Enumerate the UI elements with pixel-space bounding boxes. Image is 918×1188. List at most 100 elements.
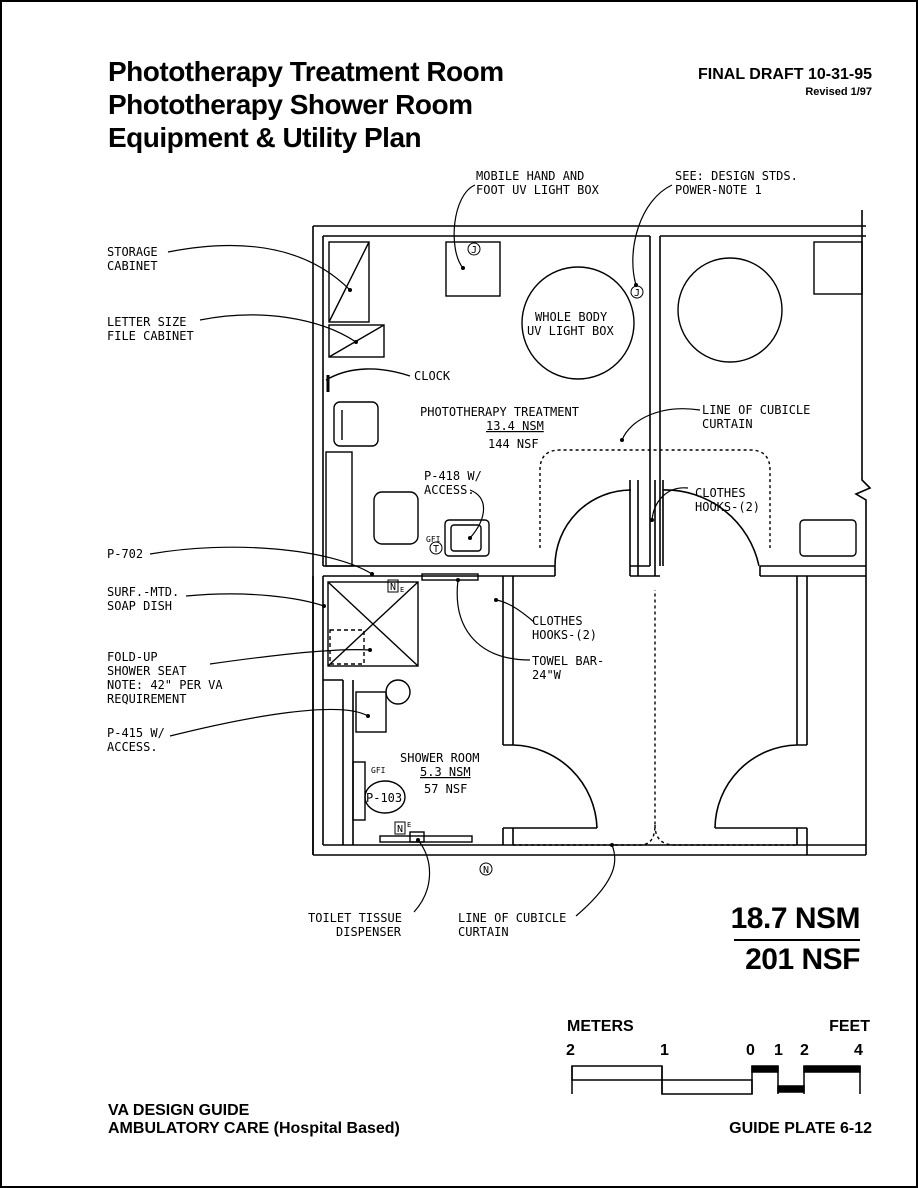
scale-tick-f1: 1 <box>774 1042 783 1059</box>
shower-room-name: SHOWER ROOM <box>400 751 479 765</box>
towel-bar <box>421 573 479 581</box>
callout-toilet-2: DISPENSER <box>336 925 402 939</box>
n-symbol-2: N <box>397 824 403 835</box>
door-swing-left <box>554 489 632 567</box>
callout-hooks-right-1: CLOTHES <box>695 486 746 500</box>
callout-p415-2: ACCESS. <box>107 740 158 754</box>
gfi-shower: GFI <box>371 766 386 775</box>
n-symbol-3: N <box>483 865 489 876</box>
wall-mid <box>323 565 555 577</box>
callout-towel-1: TOWEL BAR- <box>532 654 604 668</box>
callout-cubicle-top-2: CURTAIN <box>702 417 753 431</box>
shower-stall <box>327 581 419 667</box>
callout-towel-2: 24"W <box>532 668 562 682</box>
leader-hooks-mid <box>495 599 535 623</box>
callout-hooks-right-2: HOOKS-(2) <box>695 500 760 514</box>
callout-p418-1: P-418 W/ <box>424 469 482 483</box>
callout-mobile-1: MOBILE HAND AND <box>476 169 584 183</box>
wall-partition <box>649 236 661 566</box>
door-swing-right <box>662 489 760 567</box>
scale-tick-m1: 1 <box>660 1042 669 1059</box>
wall-mid-right <box>760 565 866 577</box>
leader-p415 <box>169 708 369 737</box>
callout-fold-4: REQUIREMENT <box>107 692 186 706</box>
leader-design-stds <box>632 184 673 286</box>
scale-meters-label: METERS <box>567 1018 634 1035</box>
scale-tick-m0: 0 <box>746 1042 755 1059</box>
p103-label: P-103 <box>366 791 402 805</box>
callout-storage-2: CABINET <box>107 259 158 273</box>
draft-status: FINAL DRAFT 10-31-95 <box>698 66 872 83</box>
total-nsf: 201 NSF <box>745 943 860 976</box>
frame-bottom <box>0 1186 918 1188</box>
frame-left <box>0 0 2 1188</box>
callout-fold-3: NOTE: 42" PER VA <box>107 678 223 692</box>
leader-cubicle-bottom <box>575 844 616 917</box>
corridor-right <box>796 576 808 855</box>
scale-tick-f4: 4 <box>854 1042 863 1059</box>
leader-storage <box>167 244 351 291</box>
scale-feet-label: FEET <box>829 1018 870 1035</box>
callout-p415-1: P-415 W/ <box>107 726 165 740</box>
letter-file-cabinet <box>328 324 385 358</box>
leader-fold-up <box>209 649 371 665</box>
callout-mobile-2: FOOT UV LIGHT BOX <box>476 183 600 197</box>
leader-toilet <box>413 839 431 913</box>
shower-room-nsm: 5.3 NSM <box>420 765 471 779</box>
frame-top <box>0 0 918 2</box>
callout-stds-1: SEE: DESIGN STDS. <box>675 169 798 183</box>
treatment-room-nsm: 13.4 NSM <box>486 419 544 433</box>
j-symbol-2: J <box>634 288 640 299</box>
shower-wall-right <box>502 576 514 745</box>
callout-hooks-mid-1: CLOTHES <box>532 614 583 628</box>
title-line-2: Phototherapy Shower Room <box>108 89 473 120</box>
callout-cubicle-top-1: LINE OF CUBICLE <box>702 403 810 417</box>
chair-top <box>333 401 379 447</box>
leader-towel <box>456 579 531 661</box>
door-swing-corridor <box>714 744 798 829</box>
callout-clock: CLOCK <box>414 369 451 383</box>
treatment-room-name: PHOTOTHERAPY TREATMENT <box>420 405 579 419</box>
callout-storage-1: STORAGE <box>107 245 158 259</box>
callout-fold-1: FOLD-UP <box>107 650 158 664</box>
callout-letter-2: FILE CABINET <box>107 329 194 343</box>
callout-cubicle-bottom-1: LINE OF CUBICLE <box>458 911 566 925</box>
n-symbol-1: N <box>390 582 396 593</box>
callout-soap-1: SURF.-MTD. <box>107 585 179 599</box>
scale-bar <box>571 1065 861 1095</box>
mobile-uv-box <box>445 241 501 297</box>
callout-cubicle-bottom-2: CURTAIN <box>458 925 509 939</box>
e-symbol-1: E <box>400 586 404 594</box>
total-divider <box>734 939 860 941</box>
callout-p702: P-702 <box>107 547 143 561</box>
callout-fold-2: SHOWER SEAT <box>107 664 186 678</box>
door-swing-shower <box>512 744 598 829</box>
callout-stds-2: POWER-NOTE 1 <box>675 183 762 197</box>
total-nsm: 18.7 NSM <box>730 902 861 935</box>
storage-cabinet <box>328 241 370 323</box>
wall-mid-right-jog <box>554 566 761 576</box>
footer-care: AMBULATORY CARE (Hospital Based) <box>108 1120 400 1137</box>
t-symbol: T <box>433 544 439 555</box>
callout-letter-1: LETTER SIZE <box>107 315 186 329</box>
leader-letter <box>199 314 357 343</box>
footer-guide: VA DESIGN GUIDE <box>108 1102 250 1119</box>
title-line-1: Phototherapy Treatment Room <box>108 56 504 87</box>
j-symbol-1: J <box>471 245 477 256</box>
footer-plate: GUIDE PLATE 6-12 <box>729 1120 872 1137</box>
callout-hooks-mid-2: HOOKS-(2) <box>532 628 597 642</box>
scale-tick-f2: 2 <box>800 1042 809 1059</box>
shower-wall-v1 <box>342 680 354 845</box>
gfi-top: GFI <box>426 535 441 544</box>
leader-soap <box>185 593 325 607</box>
scale-tick-m2: 2 <box>566 1042 575 1059</box>
shower-wall-left <box>312 576 324 855</box>
title-line-3: Equipment & Utility Plan <box>108 122 422 153</box>
leader-cubicle-top <box>621 408 701 441</box>
leader-mobile-box <box>453 184 476 269</box>
shower-room-nsf: 57 NSF <box>424 782 467 796</box>
curtain-top <box>539 449 771 548</box>
sink-shower <box>355 691 387 733</box>
frame-right <box>916 0 918 1188</box>
